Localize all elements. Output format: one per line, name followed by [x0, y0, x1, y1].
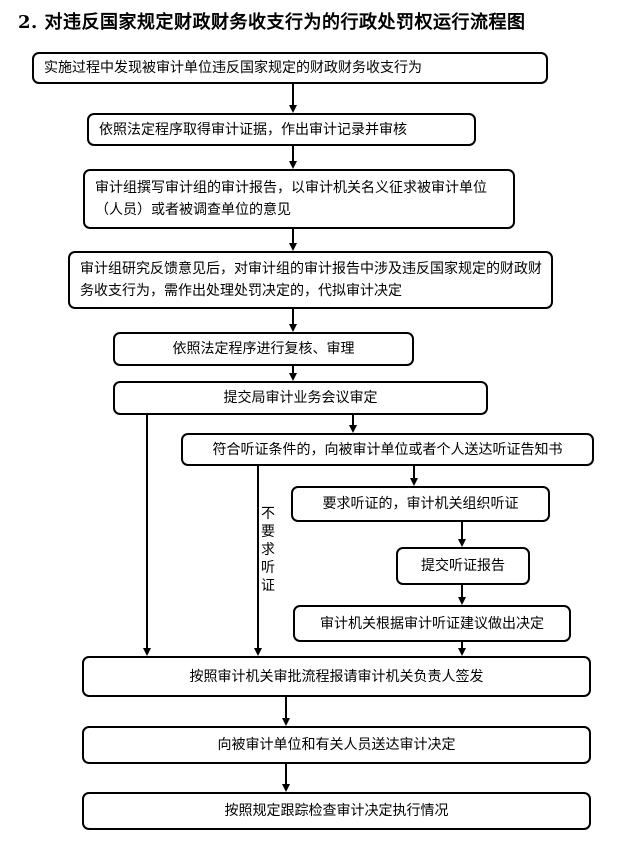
- step-text: 实施过程中发现被审计单位违反国家规定的财政财务收支行为: [44, 60, 422, 76]
- step-text: 按照审计机关审批流程报请审计机关负责人签发: [189, 668, 484, 685]
- step-text: 符合听证条件的，向被审计单位或者个人送达听证告知书: [212, 441, 563, 458]
- step-deliver-decision: 向被审计单位和有关人员送达审计决定: [82, 726, 591, 764]
- step-hearing-notice: 符合听证条件的，向被审计单位或者个人送达听证告知书: [181, 433, 594, 466]
- step-text: 向被审计单位和有关人员送达审计决定: [217, 737, 456, 753]
- step-text: 依照法定程序进行复核、审理: [172, 341, 355, 357]
- page-title: 2. 对违反国家规定财政财务收支行为的行政处罚权运行流程图: [18, 12, 526, 33]
- step-draft-report: 审计组撰写审计组的审计报告，以审计机关名义征求被审计单位（人员）或者被调查单位的…: [83, 169, 515, 229]
- step-obtain-evidence: 依照法定程序取得审计证据，作出审计记录并审核: [87, 113, 476, 146]
- step-text: 依照法定程序取得审计证据，作出审计记录并审核: [99, 121, 407, 138]
- step-track-execution: 按照规定跟踪检查审计决定执行情况: [82, 792, 591, 830]
- step-text: 审计组撰写审计组的审计报告，以审计机关名义征求被审计单位（人员）或者被调查单位的…: [95, 180, 487, 218]
- no-hearing-label: 不要求听证: [261, 506, 275, 594]
- step-hearing-decision: 审计机关根据审计听证建议做出决定: [293, 605, 571, 642]
- step-discover-violation: 实施过程中发现被审计单位违反国家规定的财政财务收支行为: [32, 52, 548, 84]
- step-hearing-report: 提交听证报告: [396, 547, 530, 585]
- step-text: 提交听证报告: [421, 558, 505, 574]
- step-request-signoff: 按照审计机关审批流程报请审计机关负责人签发: [82, 656, 591, 697]
- step-text: 审计机关根据审计听证建议做出决定: [320, 615, 544, 632]
- step-text: 审计组研究反馈意见后，对审计组的审计报告中涉及违反国家规定的财政财务收支行为，需…: [80, 261, 542, 299]
- step-text: 要求听证的，审计机关组织听证: [322, 496, 519, 512]
- step-text: 提交局审计业务会议审定: [223, 390, 378, 406]
- step-review: 依照法定程序进行复核、审理: [113, 332, 414, 366]
- step-draft-decision: 审计组研究反馈意见后，对审计组的审计报告中涉及违反国家规定的财政财务收支行为，需…: [68, 251, 553, 309]
- step-organize-hearing: 要求听证的，审计机关组织听证: [291, 486, 550, 522]
- step-meeting-approval: 提交局审计业务会议审定: [113, 381, 488, 415]
- step-text: 按照规定跟踪检查审计决定执行情况: [224, 803, 449, 819]
